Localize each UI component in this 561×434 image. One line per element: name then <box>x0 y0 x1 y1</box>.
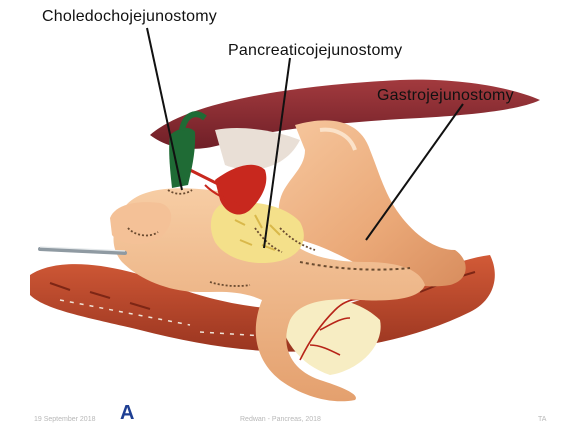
callout-line-gastro <box>366 104 463 240</box>
label-gastrojejunostomy: Gastrojejunostomy <box>377 87 514 105</box>
panel-letter: A <box>120 402 134 425</box>
surgical-drain-icon <box>40 247 125 253</box>
tissue <box>215 128 300 170</box>
footer-author: Redwan - Pancreas, 2018 <box>240 416 321 423</box>
callout-line-choledocho <box>147 28 182 190</box>
label-choledochojejunostomy: Choledochojejunostomy <box>42 8 217 26</box>
artery <box>190 170 222 186</box>
label-pancreaticojejunostomy: Pancreaticojejunostomy <box>228 42 402 60</box>
footer-page: TA <box>538 416 546 423</box>
footer-date: 19 September 2018 <box>34 416 96 423</box>
common-bile-duct <box>169 128 195 188</box>
